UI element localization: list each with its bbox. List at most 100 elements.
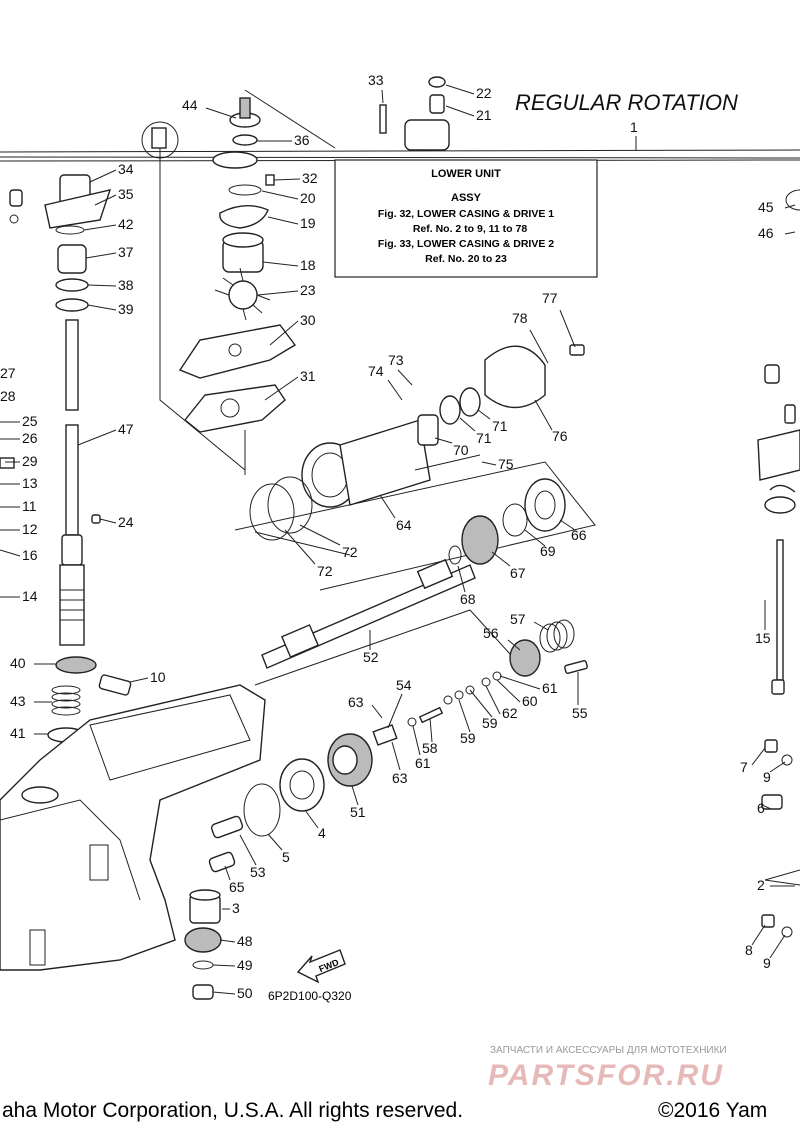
note-box: LOWER UNIT ASSY Fig. 32, LOWER CASING & … <box>334 159 598 278</box>
leader-line-74 <box>387 379 403 401</box>
callout-56: 56 <box>483 625 499 641</box>
callout-14: 14 <box>22 588 38 604</box>
leader-line-19 <box>267 216 299 225</box>
leader-line-73 <box>397 369 413 386</box>
callout-66: 66 <box>571 527 587 543</box>
leader-line-69 <box>524 529 546 547</box>
callout-33: 33 <box>368 72 384 88</box>
watermark-subtitle: ЗАПЧАСТИ И АКСЕССУАРЫ ДЛЯ МОТОТЕХНИКИ <box>490 1045 727 1056</box>
callout-75: 75 <box>498 456 514 472</box>
leader-line-68 <box>457 565 466 593</box>
callout-59: 59 <box>460 730 476 746</box>
leader-line-45 <box>784 204 796 209</box>
callout-42: 42 <box>118 216 134 232</box>
leader-line-44 <box>205 107 237 119</box>
callout-9: 9 <box>763 955 771 971</box>
leader-line-60 <box>496 679 521 703</box>
callouts: 1234567899101112131415161819202122232425… <box>0 72 796 1001</box>
lower-casing <box>0 684 266 971</box>
leader-line-70 <box>434 437 453 444</box>
footer-year: ©2016 Yam <box>658 1099 767 1122</box>
leader-line-39 <box>87 304 117 311</box>
callout-50: 50 <box>237 985 253 1001</box>
callout-40: 40 <box>10 655 26 671</box>
callout-9: 9 <box>763 769 771 785</box>
leader-line-31 <box>264 376 299 401</box>
callout-63: 63 <box>348 694 364 710</box>
callout-55: 55 <box>572 705 588 721</box>
callout-46: 46 <box>758 225 774 241</box>
scan-noise-band <box>0 149 800 162</box>
leader-line-59 <box>458 699 471 733</box>
callout-78: 78 <box>512 310 528 326</box>
leader-line-9 <box>769 761 786 773</box>
callout-74: 74 <box>368 363 384 379</box>
callout-54: 54 <box>396 677 412 693</box>
leader-line-75 <box>481 461 497 466</box>
leader-line-37 <box>85 252 117 259</box>
callout-57: 57 <box>510 611 526 627</box>
leader-line-54 <box>387 693 403 729</box>
diagram-title: REGULAR ROTATION <box>515 90 738 115</box>
leader-line-24 <box>99 518 117 524</box>
leader-line-71 <box>477 409 491 420</box>
impeller-23 <box>214 267 271 321</box>
callout-71: 71 <box>476 430 492 446</box>
leader-line-47 <box>77 429 117 446</box>
callout-12: 12 <box>22 521 38 537</box>
callout-20: 20 <box>300 190 316 206</box>
leader-line-56 <box>507 639 521 651</box>
callout-52: 52 <box>363 649 379 665</box>
note-line-2: ASSY <box>451 192 482 204</box>
note-line-4: Ref. No. 2 to 9, 11 to 78 <box>413 223 528 235</box>
callout-32: 32 <box>302 170 318 186</box>
callout-1: 1 <box>630 119 638 135</box>
callout-64: 64 <box>396 517 412 533</box>
callout-22: 22 <box>476 85 492 101</box>
callout-51: 51 <box>350 804 366 820</box>
callout-27: 27 <box>0 365 16 381</box>
callout-60: 60 <box>522 693 538 709</box>
callout-18: 18 <box>300 257 316 273</box>
leader-line-9 <box>769 934 786 959</box>
callout-37: 37 <box>118 244 134 260</box>
leader-line-64 <box>379 494 396 519</box>
callout-15: 15 <box>755 630 771 646</box>
leader-line-30 <box>269 320 299 346</box>
callout-2: 2 <box>757 877 765 893</box>
callout-49: 49 <box>237 957 253 973</box>
callout-35: 35 <box>118 186 134 202</box>
leader-line-61 <box>412 725 421 756</box>
callout-6: 6 <box>757 800 765 816</box>
leader-line-63 <box>391 741 401 771</box>
callout-69: 69 <box>540 543 556 559</box>
leader-line-20 <box>261 190 299 200</box>
leader-line-50 <box>212 991 236 995</box>
callout-73: 73 <box>388 352 404 368</box>
callout-7: 7 <box>740 759 748 775</box>
leader-line-18 <box>262 261 299 267</box>
spring-57 <box>539 619 575 653</box>
callout-72: 72 <box>317 563 333 579</box>
note-line-6: Ref. No. 20 to 23 <box>425 253 507 265</box>
leader-line-8 <box>751 924 766 946</box>
leader-line-23 <box>257 290 299 296</box>
leader-line-49 <box>212 964 236 967</box>
callout-29: 29 <box>22 453 38 469</box>
leader-line-72 <box>284 529 316 565</box>
callout-10: 10 <box>150 669 166 685</box>
callout-47: 47 <box>118 421 134 437</box>
leader-line-71 <box>459 417 476 432</box>
callout-3: 3 <box>232 900 240 916</box>
callout-65: 65 <box>229 879 245 895</box>
callout-76: 76 <box>552 428 568 444</box>
callout-48: 48 <box>237 933 253 949</box>
note-line-1: LOWER UNIT <box>431 168 501 180</box>
fwd-arrow-icon: FWD <box>296 949 346 984</box>
leader-line-67 <box>491 551 511 567</box>
callout-68: 68 <box>460 591 476 607</box>
leader-line-42 <box>83 224 117 231</box>
leader-line-62 <box>485 685 501 715</box>
leader-line-72 <box>299 524 341 546</box>
